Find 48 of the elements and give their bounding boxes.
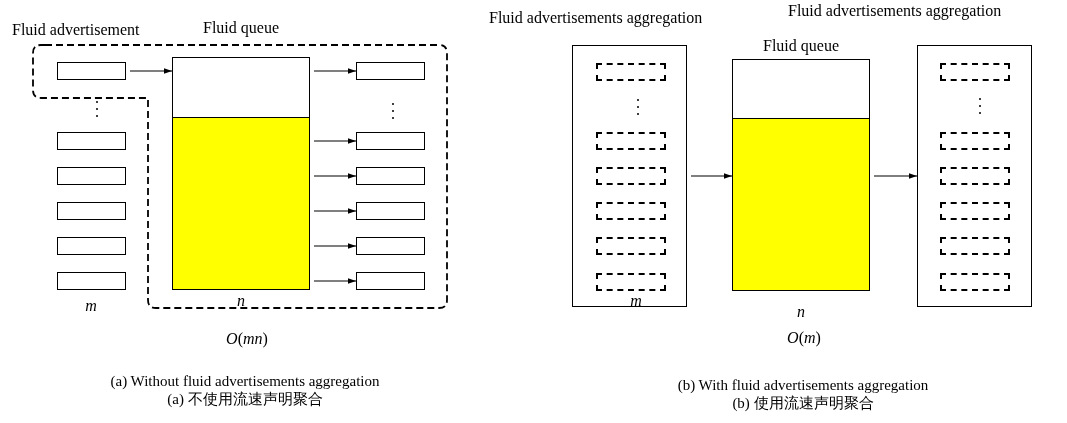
advertisement-box [57,202,126,220]
advertisement-box [356,237,425,255]
complexity-label: O(mn) [226,331,268,347]
heading: Fluid queue [203,20,279,36]
column-heading: Fluid advertisement [12,22,140,38]
advertisement-box [57,62,126,80]
variable-label: n [797,304,805,320]
advertisement-box [356,62,425,80]
dashed-advertisement-box [596,167,666,185]
heading: Fluid advertisements aggregation [489,10,703,26]
arrow [313,138,357,144]
caption: (b) 使用流速声明聚合 [732,396,874,411]
arrow [690,173,733,179]
variable-label: n [237,293,245,309]
dashed-advertisement-box [596,237,666,255]
caption: (a) 不使用流速声明聚合 [167,392,323,407]
advertisement-box [57,132,126,150]
dashed-advertisement-box [940,237,1010,255]
dashed-advertisement-box [940,202,1010,220]
complexity-label: O(m) [787,330,821,346]
advertisement-box [356,272,425,290]
advertisement-box [57,272,126,290]
dashed-advertisement-box [596,63,666,81]
dashed-advertisement-box [940,132,1010,150]
arrow [313,68,357,74]
dashed-advertisement-box [940,63,1010,81]
arrow [129,68,173,74]
dashed-advertisement-box [940,167,1010,185]
variable-label: m [85,298,97,314]
heading: Fluid queue [763,38,839,54]
advertisement-box [356,132,425,150]
advertisement-box [57,237,126,255]
dashed-advertisement-box [596,132,666,150]
advertisement-box [356,167,425,185]
heading: Fluid advertisements aggregation [788,3,1002,19]
advertisement-box [57,167,126,185]
dashed-advertisement-box [596,273,666,291]
advertisement-box [356,202,425,220]
caption: (b) With fluid advertisements aggregation [677,378,929,393]
arrow [313,243,357,249]
caption: (a) Without fluid advertisements aggregation [110,374,380,389]
arrow [873,173,918,179]
arrow [313,173,357,179]
arrow [313,208,357,214]
dashed-advertisement-box [596,202,666,220]
dashed-advertisement-box [940,273,1010,291]
arrow [313,278,357,284]
variable-label: m [630,293,642,309]
